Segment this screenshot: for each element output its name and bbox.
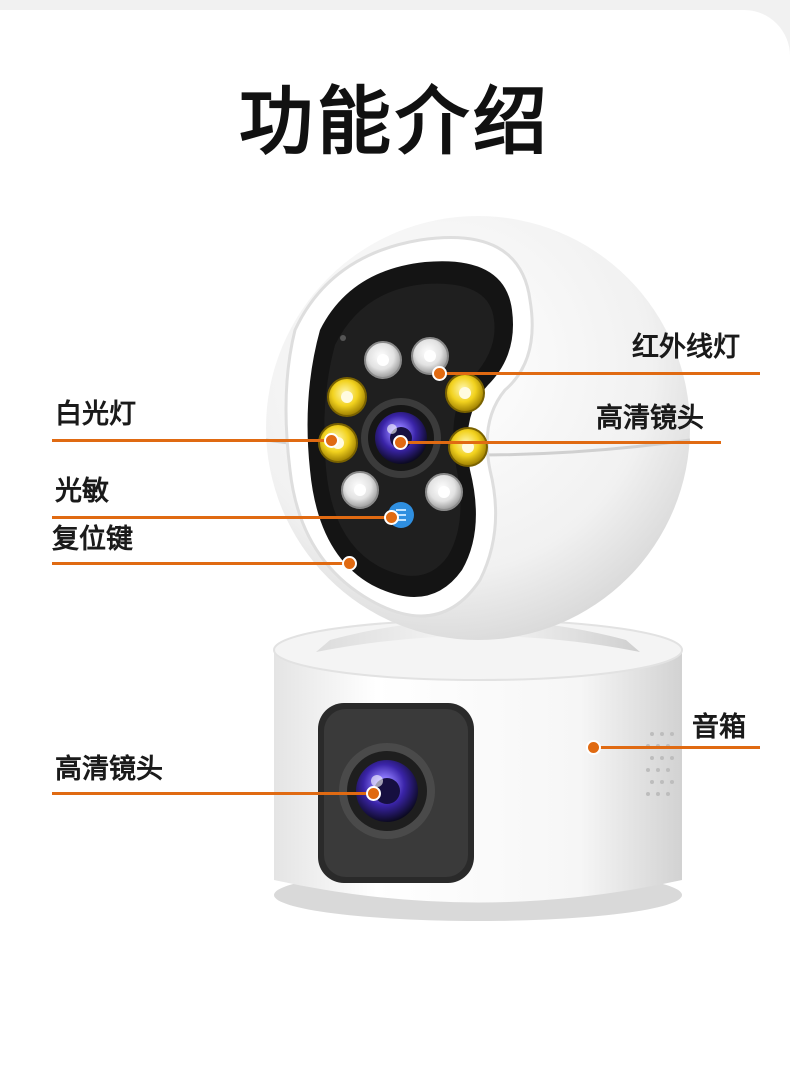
callout-label-speaker: 音箱 <box>692 712 746 743</box>
callout-label-hd-lens-top: 高清镜头 <box>596 403 704 434</box>
callout-line-photosensor <box>52 516 392 519</box>
callout-dot-white-light <box>324 433 339 448</box>
callout-line-white-light <box>52 439 332 442</box>
bottom-lens-panel <box>318 703 474 883</box>
callout-label-photosensor: 光敏 <box>55 476 109 507</box>
callout-label-ir-light: 红外线灯 <box>632 332 740 363</box>
callout-line-speaker <box>592 746 760 749</box>
callout-line-hd-lens-top <box>401 441 721 444</box>
callout-label-white-light: 白光灯 <box>55 399 136 430</box>
callout-line-hd-lens-bottom <box>52 792 374 795</box>
callout-dot-reset-key <box>342 556 357 571</box>
callout-line-ir-light <box>440 372 760 375</box>
callout-dot-speaker <box>586 740 601 755</box>
callout-dot-ir-light <box>432 366 447 381</box>
camera-head <box>265 216 691 640</box>
callout-dot-photosensor <box>384 510 399 525</box>
page-title: 功能介绍 <box>239 79 551 165</box>
mic-hole <box>340 335 346 341</box>
callout-dot-hd-lens-bottom <box>366 786 381 801</box>
ir-led-cluster <box>341 337 463 511</box>
callout-label-reset-key: 复位键 <box>52 524 133 555</box>
callout-line-reset-key <box>52 562 352 565</box>
page-top-band <box>0 0 790 70</box>
callout-dot-hd-lens-top <box>393 435 408 450</box>
callout-label-hd-lens-bottom: 高清镜头 <box>55 754 163 785</box>
